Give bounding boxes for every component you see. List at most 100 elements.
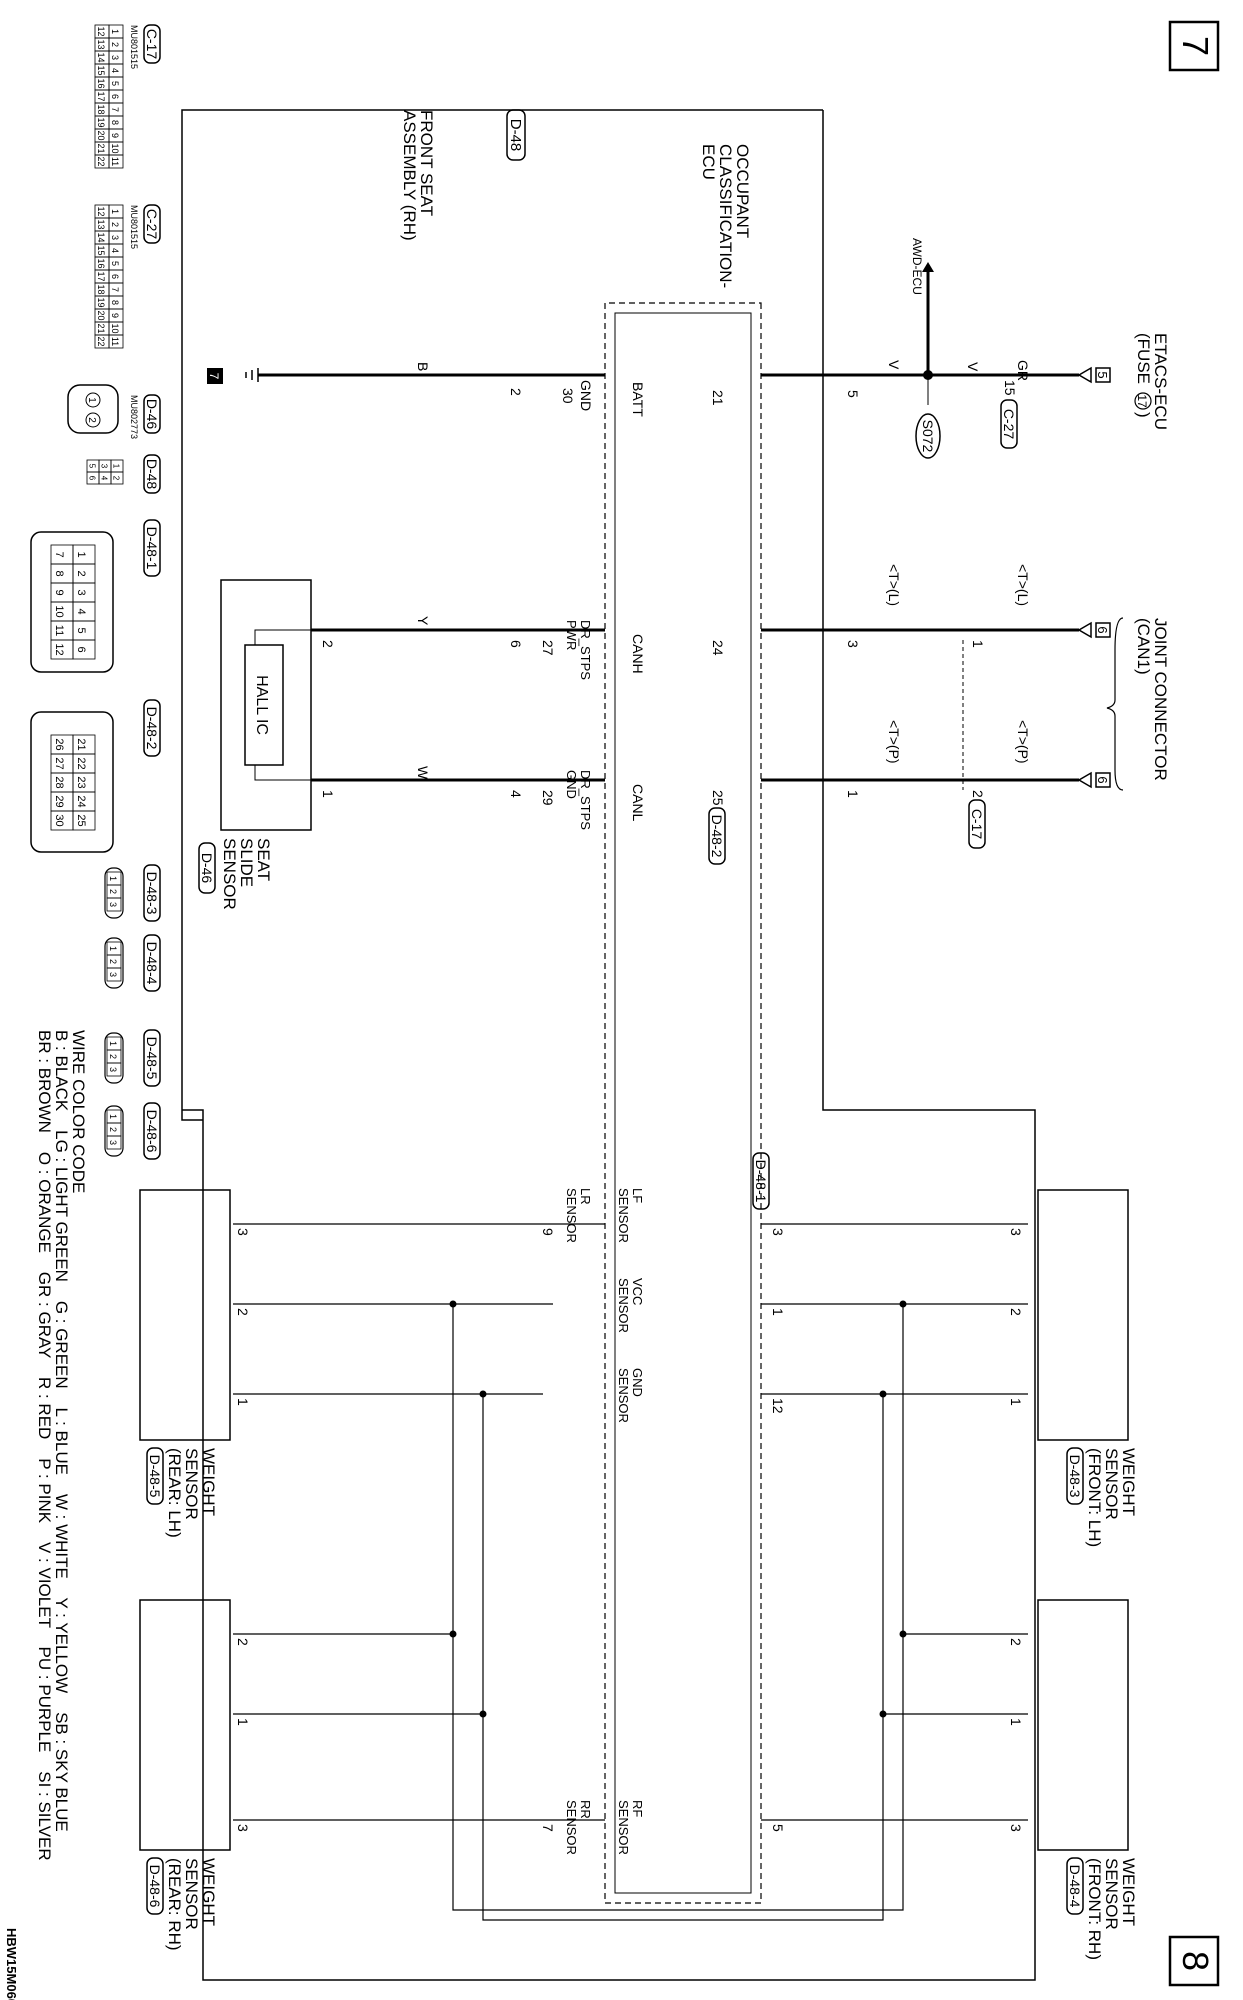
c17-pin-16: 16	[96, 78, 106, 88]
ecu-dashed-box	[604, 302, 762, 1904]
pin-slide-2: 2	[320, 640, 336, 648]
d46-connector-face	[67, 384, 119, 434]
c27-pin-6: 6	[110, 274, 120, 279]
d48-4-legend-ref: D-48-4	[144, 942, 160, 985]
ecu-pin-canh: CANH	[630, 634, 646, 674]
pin-canl-2: 2	[970, 790, 986, 798]
pin-25: 25	[710, 790, 726, 806]
pin-pwr-6: 6	[508, 640, 524, 648]
pin-rlh-3: 3	[235, 1228, 251, 1236]
pin-rrh-1: 1	[235, 1718, 251, 1726]
d48-2-pin-26: 26	[53, 738, 65, 750]
joint-pin-canl: 6	[1095, 776, 1110, 783]
c27-pin-2: 2	[110, 222, 120, 227]
pin-slide-1: 1	[320, 790, 336, 798]
d46-pin-2: 2	[86, 417, 97, 423]
joint-terminal-canl-icon	[1077, 771, 1092, 789]
c27-pin-15: 15	[96, 245, 106, 255]
d48-pin-5: 5	[88, 464, 97, 469]
pin-gnd-4: 4	[508, 790, 524, 798]
c27-pin-1: 1	[110, 209, 120, 214]
pin-30: 30	[560, 388, 576, 404]
wire-tl-label-top: <T>(L)	[1015, 564, 1031, 606]
occupant-ecu-label: OCCUPANT CLASSIFICATION- ECU	[699, 144, 752, 293]
d48-3-pin-cell	[106, 897, 122, 912]
d48-4-pin-1: 1	[108, 946, 118, 951]
d48-1-pin-cell	[50, 639, 74, 660]
d48-2-legend-ref: D-48-2	[144, 707, 160, 750]
d48-1-legend-ref: D-48-1	[144, 527, 160, 570]
fuse-number: 17	[1135, 394, 1149, 408]
wire-b-label: B	[415, 362, 431, 371]
d48-4-connector-face: 123	[104, 937, 124, 989]
d48-2-pin-28: 28	[53, 776, 65, 788]
ecu-pin-dr-stps-pwr: DR_STPS PWR	[564, 620, 593, 684]
joint-pin-canh: 6	[1095, 626, 1110, 633]
ecu-pin-canl: CANL	[630, 784, 646, 822]
c17-pin-17: 17	[96, 91, 106, 101]
d48-2-pin-22: 22	[75, 757, 87, 769]
joint-brace	[1106, 617, 1124, 791]
ecu-pin-vcc-sensor: VCC SENSOR	[616, 1278, 645, 1333]
page-number-bottom-box	[1168, 1935, 1220, 1987]
d48-3-pin-3: 3	[108, 902, 118, 907]
awd-ecu-arrow-icon	[922, 262, 934, 272]
pin-frh-1: 1	[1008, 1718, 1024, 1726]
c17-legend-ref: C-17	[144, 29, 160, 60]
weight-sensor-front-rh-box	[1037, 1599, 1129, 1851]
c27-pin-22: 22	[96, 336, 106, 346]
c27-pin-13: 13	[96, 219, 106, 229]
d48-3-connector-face: 123	[104, 867, 124, 919]
c17-pin-9: 9	[110, 133, 120, 138]
joint-terminal-canh-icon	[1077, 621, 1092, 639]
d48-1-pin-3: 3	[75, 589, 87, 595]
c17-pin-22: 22	[96, 156, 106, 166]
pin-27: 27	[540, 640, 556, 656]
pin-canl-1: 1	[845, 790, 861, 798]
weight-sensor-wiring	[233, 1223, 1028, 1921]
d46-part-number: MU802773	[129, 395, 139, 439]
d48-5-pin-2: 2	[108, 1054, 118, 1059]
c27-legend-ref: C-27	[144, 209, 160, 240]
pin-24: 24	[710, 640, 726, 656]
pin-29: 29	[540, 790, 556, 806]
seat-slide-label: SEAT SLIDE SENSOR	[220, 838, 273, 910]
c17-pin-11: 11	[110, 157, 120, 166]
pin-rlh-2: 2	[235, 1308, 251, 1316]
d48-5-legend-ref: D-48-5	[144, 1037, 160, 1080]
ecu-pin-lf-sensor: LF SENSOR	[616, 1188, 645, 1243]
pin-canh-3: 3	[845, 640, 861, 648]
wire-w-label: W	[415, 766, 431, 780]
d48-5-ref: D-48-5	[147, 1455, 163, 1498]
c17-pin-7: 7	[110, 107, 120, 112]
d48-6-ref: D-48-6	[147, 1865, 163, 1908]
d48-connector-ref: D-48	[507, 119, 524, 152]
svg-text:): )	[1134, 412, 1153, 418]
d46-legend-ref: D-46	[144, 399, 160, 430]
d48-4-pin-2: 2	[108, 959, 118, 964]
pin-frh-2: 2	[1008, 1638, 1024, 1646]
weight-front-rh-label: WEIGHT SENSOR (FRONT: RH)	[1085, 1858, 1138, 1960]
weight-front-lh-label: WEIGHT SENSOR (FRONT: LH)	[1085, 1448, 1138, 1547]
d48-3-pin-1: 1	[108, 876, 118, 881]
legend-line-2: BR : BROWN O : ORANGE GR : GRAY R : RED …	[35, 1030, 54, 1861]
pin-gnd-12: 12	[770, 1398, 786, 1414]
d48-5-pin-3: 3	[108, 1067, 118, 1072]
weight-splice-dots	[449, 1300, 907, 1718]
c27-pin-3: 3	[110, 235, 120, 240]
figure-code: HBW15M060C	[4, 1928, 19, 2000]
d48-1-ref: D-48-1	[753, 1160, 769, 1203]
d48-pin-6: 6	[88, 476, 97, 481]
wire-tp-label-top: <T>(P)	[1015, 720, 1031, 764]
ecu-pin-gnd-sensor: GND SENSOR	[616, 1368, 645, 1423]
ecu-inner-box	[614, 312, 752, 1894]
c27-pin-14: 14	[96, 232, 106, 242]
c17-pin-1: 1	[110, 29, 120, 34]
weight-sensor-front-lh-box	[1037, 1189, 1129, 1441]
ground-ref: 7	[207, 373, 221, 380]
c27-pin-18: 18	[96, 284, 106, 294]
